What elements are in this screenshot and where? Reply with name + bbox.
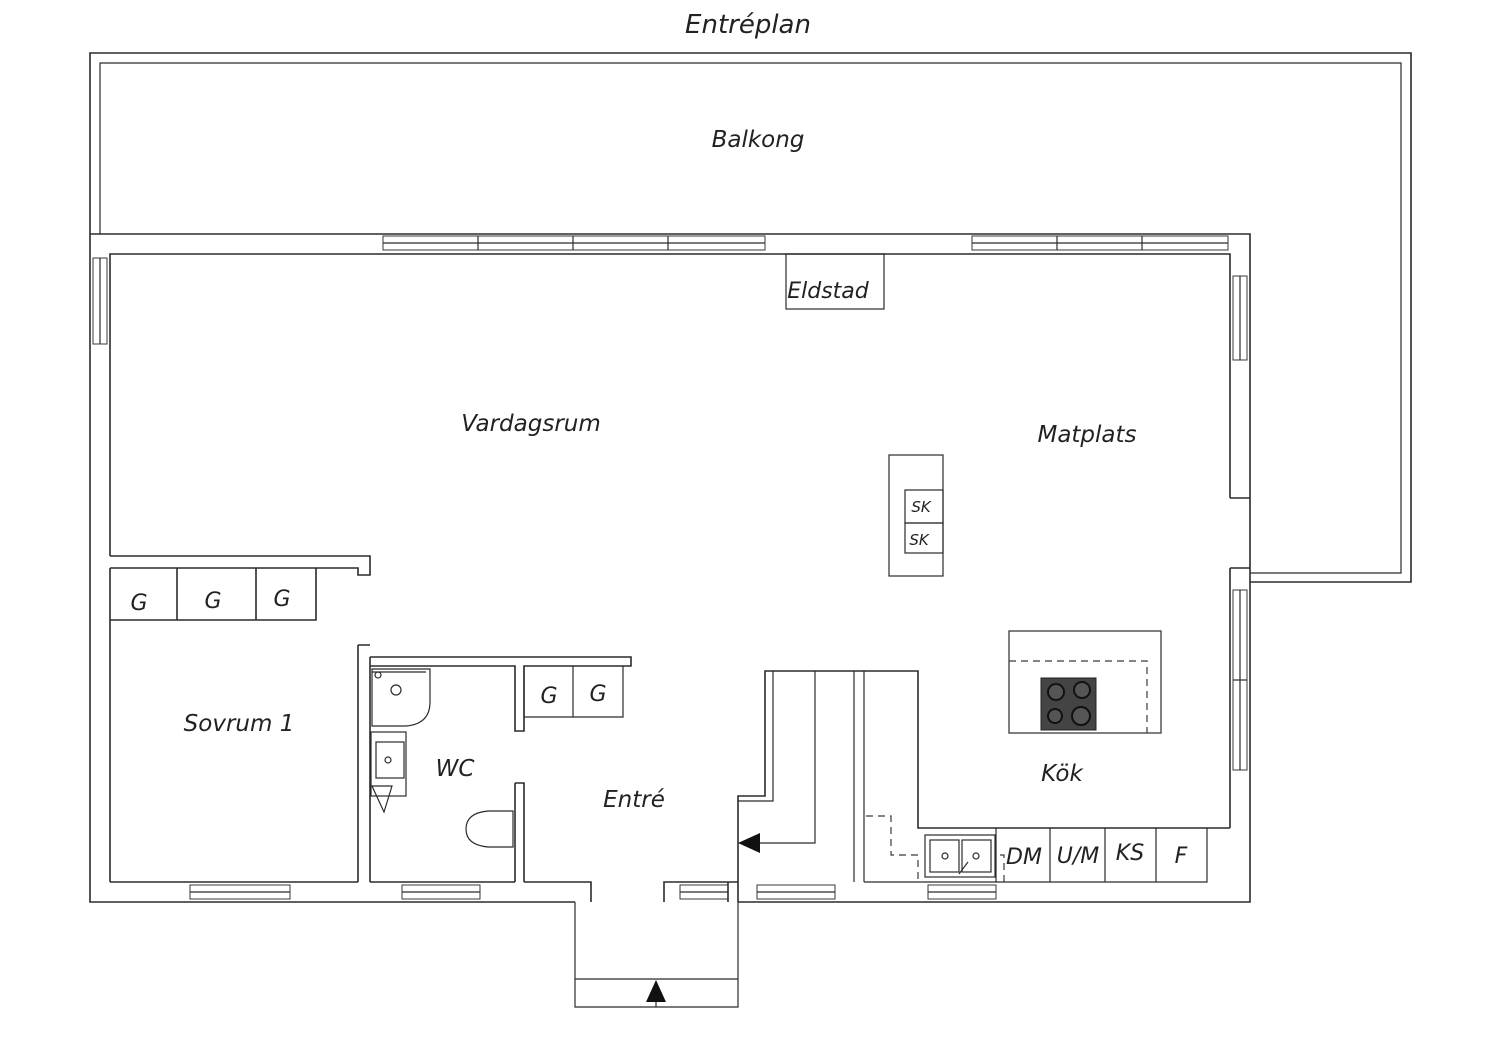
appliance-label-ks: KS [1116, 841, 1144, 866]
room-label-matplats: Matplats [1037, 422, 1136, 448]
wardrobe-label-2: G [204, 589, 221, 614]
sk-cabinet-lower [904, 522, 944, 554]
balcony-outer-wall [89, 52, 1412, 583]
appliance-label-f: F [1175, 844, 1188, 869]
bottom-wall-inner [110, 881, 738, 902]
wc-wash-basin-small [371, 785, 393, 814]
shower [371, 668, 431, 727]
appliance-label-dm: DM [1006, 845, 1042, 870]
bedroom-wc-wall [357, 644, 371, 882]
stair-arrow-icon [738, 833, 760, 853]
kitchen-sink [924, 834, 996, 878]
counter-dashed-outline [866, 815, 919, 882]
sink-drain-icon [384, 756, 392, 764]
entre-wardrobe-label-2: G [589, 682, 606, 707]
entre-wardrobe-label-1: G [540, 684, 557, 709]
fireplace [785, 253, 885, 310]
wc-entre-wall [514, 782, 525, 882]
toilet-icon [465, 810, 514, 848]
counter-dashed-right [1000, 854, 1005, 882]
entrance-arrow-icon [646, 980, 666, 1002]
sink-drain-icon [972, 852, 980, 860]
wc-sink-basin [375, 741, 405, 779]
sk-label-lower: SK [909, 531, 930, 549]
sink-drain-icon [941, 852, 949, 860]
exterior-wall-inner [109, 253, 1231, 828]
island-overhang [1009, 660, 1148, 733]
room-label-kok: Kök [1041, 761, 1084, 787]
room-label-vardagsrum: Vardagsrum [461, 411, 601, 437]
wardrobe-label-1: G [130, 591, 147, 616]
room-label-wc: WC [436, 756, 475, 782]
wardrobe-label-3: G [273, 587, 290, 612]
sk-label-upper: SK [911, 498, 932, 516]
kitchen-island [1008, 630, 1162, 734]
stair-steps [738, 671, 865, 882]
stair-outline [737, 670, 1230, 902]
faucet-icon [958, 861, 969, 875]
entre-wardrobes [523, 666, 624, 718]
shower-tap-icon [374, 671, 382, 679]
sink-basin-left [929, 839, 960, 873]
sink-basin-right [961, 839, 992, 873]
burner-icon [1071, 706, 1091, 726]
room-label-entre: Entré [603, 787, 665, 813]
appliance-label-um: U/M [1057, 844, 1100, 869]
room-label-balkong: Balkong [712, 127, 805, 153]
bedroom-wardrobe-row [109, 568, 317, 882]
burner-icon [1073, 681, 1091, 699]
kitchen-counter [864, 828, 1208, 883]
plan-title: Entréplan [685, 10, 811, 40]
fireplace-label: Eldstad [787, 279, 870, 304]
right-wall-opening [1230, 497, 1250, 569]
room-label-sovrum: Sovrum 1 [184, 711, 295, 737]
bedroom-wall [110, 555, 371, 576]
balcony-inner-rail [99, 62, 1402, 574]
burner-icon [1047, 683, 1065, 701]
shower-drain-icon [390, 684, 402, 696]
burner-icon [1047, 708, 1063, 724]
